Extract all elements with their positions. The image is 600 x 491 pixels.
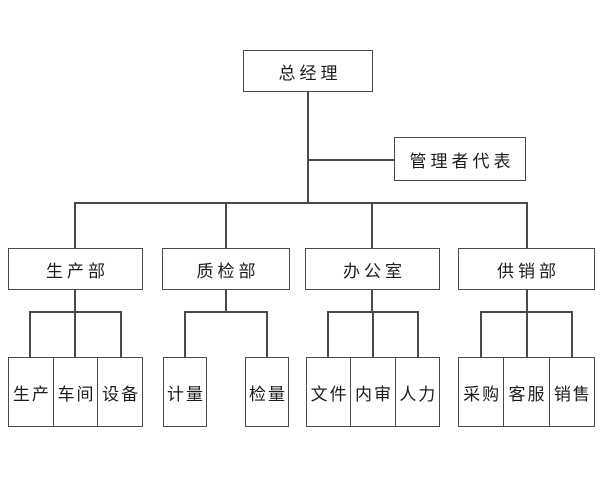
connector-main-horizontal xyxy=(74,202,528,204)
connector-subdrop-supply-1 xyxy=(480,311,482,357)
connector-subdrop-quality-2 xyxy=(266,311,268,357)
connector-stem-quality xyxy=(225,290,227,312)
connector-subdrop-office-2 xyxy=(372,311,374,357)
subunit-inspection: 检量 xyxy=(245,357,289,427)
node-dept-quality: 质检部 xyxy=(162,248,290,290)
subunit-human-resources: 人力 xyxy=(394,358,439,426)
subunit-sales: 销售 xyxy=(548,358,594,426)
node-dept-office: 办公室 xyxy=(305,248,440,290)
connector-subdrop-production-3 xyxy=(120,311,122,357)
connector-stem-office xyxy=(371,290,373,312)
group-office-subunits: 文件 内审 人力 xyxy=(306,357,440,427)
connector-subdrop-supply-3 xyxy=(571,311,573,357)
connector-subbar-quality xyxy=(184,311,268,313)
connector-drop-office xyxy=(371,202,373,248)
connector-staff-branch xyxy=(307,159,394,161)
connector-subdrop-quality-1 xyxy=(184,311,186,357)
node-general-manager: 总经理 xyxy=(243,50,373,92)
connector-trunk xyxy=(307,92,309,203)
connector-drop-quality xyxy=(225,202,227,248)
subunit-production: 生产 xyxy=(12,384,51,405)
connector-subdrop-production-2 xyxy=(74,311,76,357)
connector-subdrop-office-1 xyxy=(327,311,329,357)
connector-subdrop-office-3 xyxy=(417,311,419,357)
node-dept-production: 生产部 xyxy=(8,248,143,290)
group-supply-sales-subunits: 采购 客服 销售 xyxy=(458,357,595,427)
connector-subdrop-supply-2 xyxy=(526,311,528,357)
node-management-representative: 管理者代表 xyxy=(394,137,526,181)
connector-stem-production xyxy=(74,290,76,312)
group-production-subunits: 生产 车间 设备 xyxy=(8,357,143,427)
node-dept-supply-sales: 供销部 xyxy=(458,248,595,290)
subunit-customer-service: 客服 xyxy=(503,358,548,426)
subunit-documents: 文件 xyxy=(310,384,349,405)
connector-drop-supply-sales xyxy=(526,202,528,248)
subunit-internal-audit: 内审 xyxy=(350,358,394,426)
subunit-purchasing: 采购 xyxy=(463,384,502,405)
connector-stem-supply-sales xyxy=(526,290,528,312)
connector-subdrop-production-1 xyxy=(29,311,31,357)
subunit-metering: 计量 xyxy=(163,357,207,427)
connector-drop-production xyxy=(74,202,76,248)
subunit-equipment: 设备 xyxy=(97,358,142,426)
subunit-workshop: 车间 xyxy=(52,358,98,426)
